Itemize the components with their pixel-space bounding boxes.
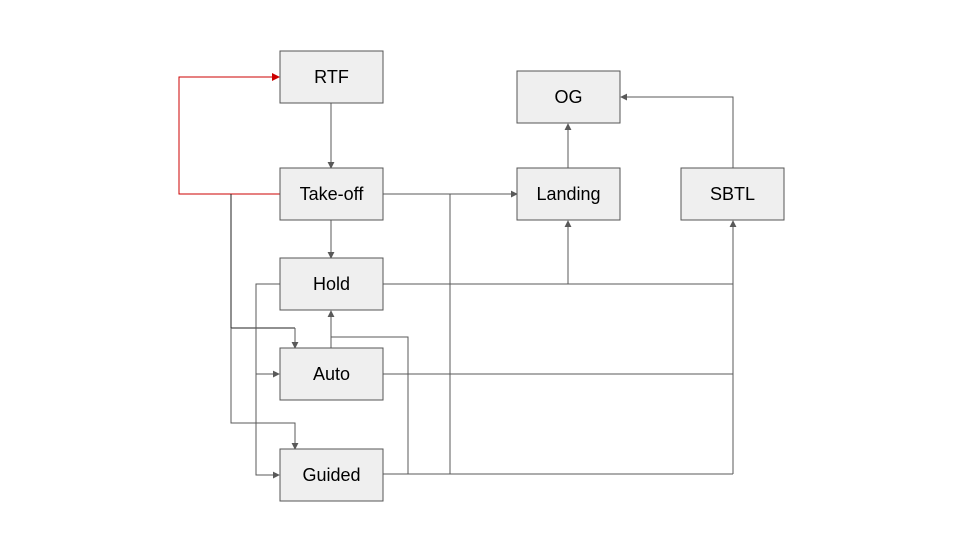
edge-sbtl-to-og — [620, 93, 734, 168]
node-landing-label: Landing — [536, 184, 600, 204]
edges — [178, 73, 737, 479]
node-og: OG — [516, 70, 621, 124]
node-sbtl: SBTL — [680, 167, 785, 221]
node-guided: Guided — [279, 448, 384, 502]
node-sbtl-label: SBTL — [710, 184, 755, 204]
edge-takeoff-to-rtf — [178, 73, 280, 195]
node-hold-label: Hold — [313, 274, 350, 294]
node-guided-label: Guided — [302, 465, 360, 485]
node-auto-label: Auto — [313, 364, 350, 384]
node-auto: Auto — [279, 347, 384, 401]
edge-guided-to-hold — [331, 336, 409, 475]
edge-takeoff-to-guided — [230, 328, 299, 450]
node-takeoff: Take-off — [279, 167, 384, 221]
node-rtf: RTF — [279, 50, 384, 104]
node-rtf-label: RTF — [314, 67, 349, 87]
node-og-label: OG — [554, 87, 582, 107]
edge-hold-to-guided — [255, 374, 280, 479]
edge-hold-to-auto — [255, 283, 280, 378]
node-takeoff-label: Take-off — [300, 184, 365, 204]
node-landing: Landing — [516, 167, 621, 221]
node-hold: Hold — [279, 257, 384, 311]
